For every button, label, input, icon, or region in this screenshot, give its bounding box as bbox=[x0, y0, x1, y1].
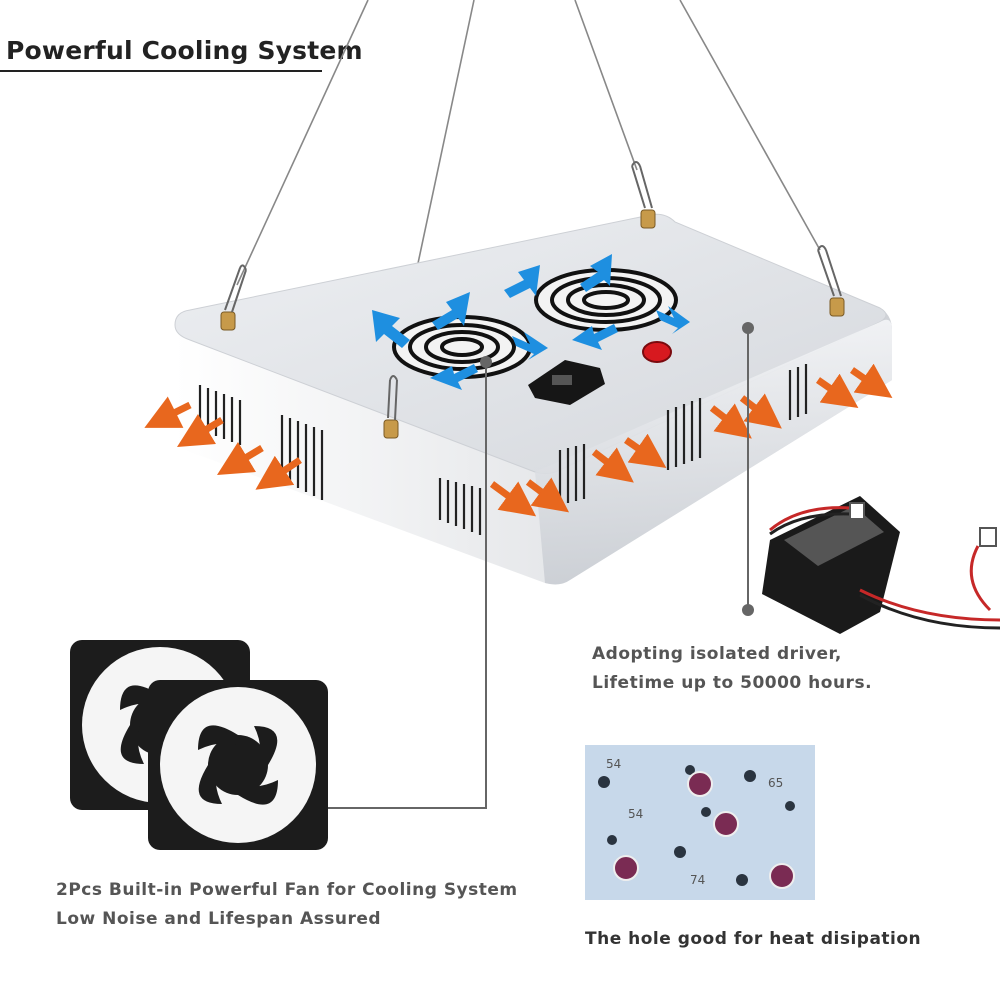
fan-caption-line2: Low Noise and Lifespan Assured bbox=[56, 909, 382, 929]
pc-fan-front bbox=[148, 680, 328, 850]
pcb-label: 65 bbox=[768, 776, 783, 790]
red-power-switch bbox=[642, 341, 672, 363]
pcb-closeup: 54 65 54 74 bbox=[585, 745, 815, 900]
hanging-clips bbox=[224, 161, 842, 421]
page-title: Powerful Cooling System bbox=[6, 36, 363, 65]
driver-caption-line2: Lifetime up to 50000 hours. bbox=[592, 673, 873, 693]
fan-caption-line1: 2Pcs Built-in Powerful Fan for Cooling S… bbox=[56, 880, 518, 900]
driver-caption: Adopting isolated driver, Lifetime up to… bbox=[592, 640, 872, 698]
top-fan-right bbox=[534, 268, 678, 332]
fan-caption: 2Pcs Built-in Powerful Fan for Cooling S… bbox=[56, 876, 518, 934]
heat-hole-caption: The hole good for heat disipation bbox=[585, 929, 922, 949]
mounting-screws bbox=[220, 209, 845, 439]
power-socket bbox=[528, 360, 605, 405]
pcb-label: 54 bbox=[606, 757, 621, 771]
airflow-exhaust-arrows bbox=[144, 363, 893, 517]
pcb-label: 54 bbox=[628, 807, 643, 821]
pcb-label: 74 bbox=[690, 873, 705, 887]
top-fan-left bbox=[392, 315, 532, 379]
airflow-intake-arrows bbox=[372, 254, 690, 390]
title-underline bbox=[0, 70, 322, 72]
callout-lines bbox=[316, 328, 749, 809]
led-driver bbox=[762, 496, 1000, 634]
driver-caption-line1: Adopting isolated driver, bbox=[592, 644, 842, 664]
